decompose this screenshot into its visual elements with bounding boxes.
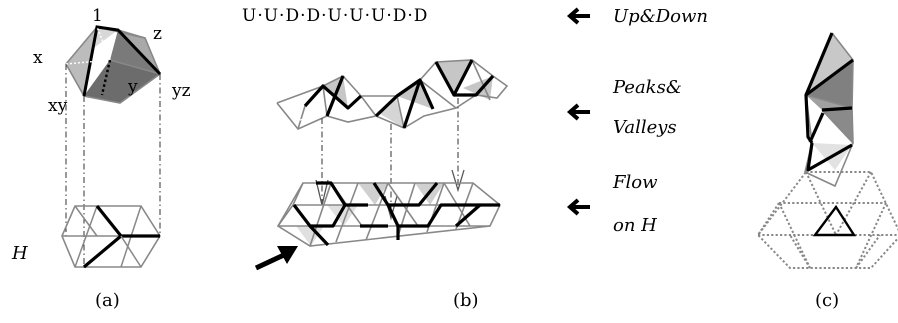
- legend-peaks-line1: Peaks&: [612, 77, 682, 98]
- label-z: z: [153, 24, 162, 44]
- projection-lines: [65, 64, 161, 268]
- flow-surface: [276, 181, 501, 247]
- label-h: H: [11, 243, 28, 264]
- zigzag-column: [804, 32, 854, 188]
- panel-a: 1 x z y xy yz H (a): [11, 6, 191, 311]
- left-arrow-icon: [566, 103, 590, 121]
- dotted-hexagon: [756, 171, 898, 269]
- left-arrow-icon: [566, 198, 590, 216]
- label-xy: xy: [48, 96, 68, 116]
- label-x: x: [33, 48, 43, 68]
- legend-flow-line2: on H: [613, 215, 657, 236]
- label-y: y: [127, 77, 138, 97]
- panel-c: (c): [756, 32, 898, 311]
- label-yz: yz: [171, 81, 191, 101]
- label-1: 1: [92, 6, 103, 26]
- center-triangle: [812, 204, 857, 237]
- caption-b: (b): [453, 290, 479, 311]
- peaks-valleys-surface: [276, 59, 509, 130]
- legend-peaks-line2: Valleys: [613, 117, 677, 138]
- up-down-sequence: U·U·D·D·U·U·U·D·D: [242, 6, 428, 26]
- hexagon-h: [61, 205, 161, 269]
- legend-up-down: Up&Down: [613, 6, 708, 27]
- caption-c: (c): [815, 290, 839, 311]
- pointer-arrow: [254, 246, 298, 271]
- panel-b: U·U·D·D·U·U·U·D·D: [242, 6, 509, 311]
- cube-3d: [65, 25, 162, 104]
- caption-a: (a): [95, 290, 120, 311]
- legend-flow-line1: Flow: [612, 172, 658, 193]
- left-arrow-icon: [566, 7, 590, 25]
- legend: Up&Down Peaks& Valleys Flow on H: [566, 6, 708, 236]
